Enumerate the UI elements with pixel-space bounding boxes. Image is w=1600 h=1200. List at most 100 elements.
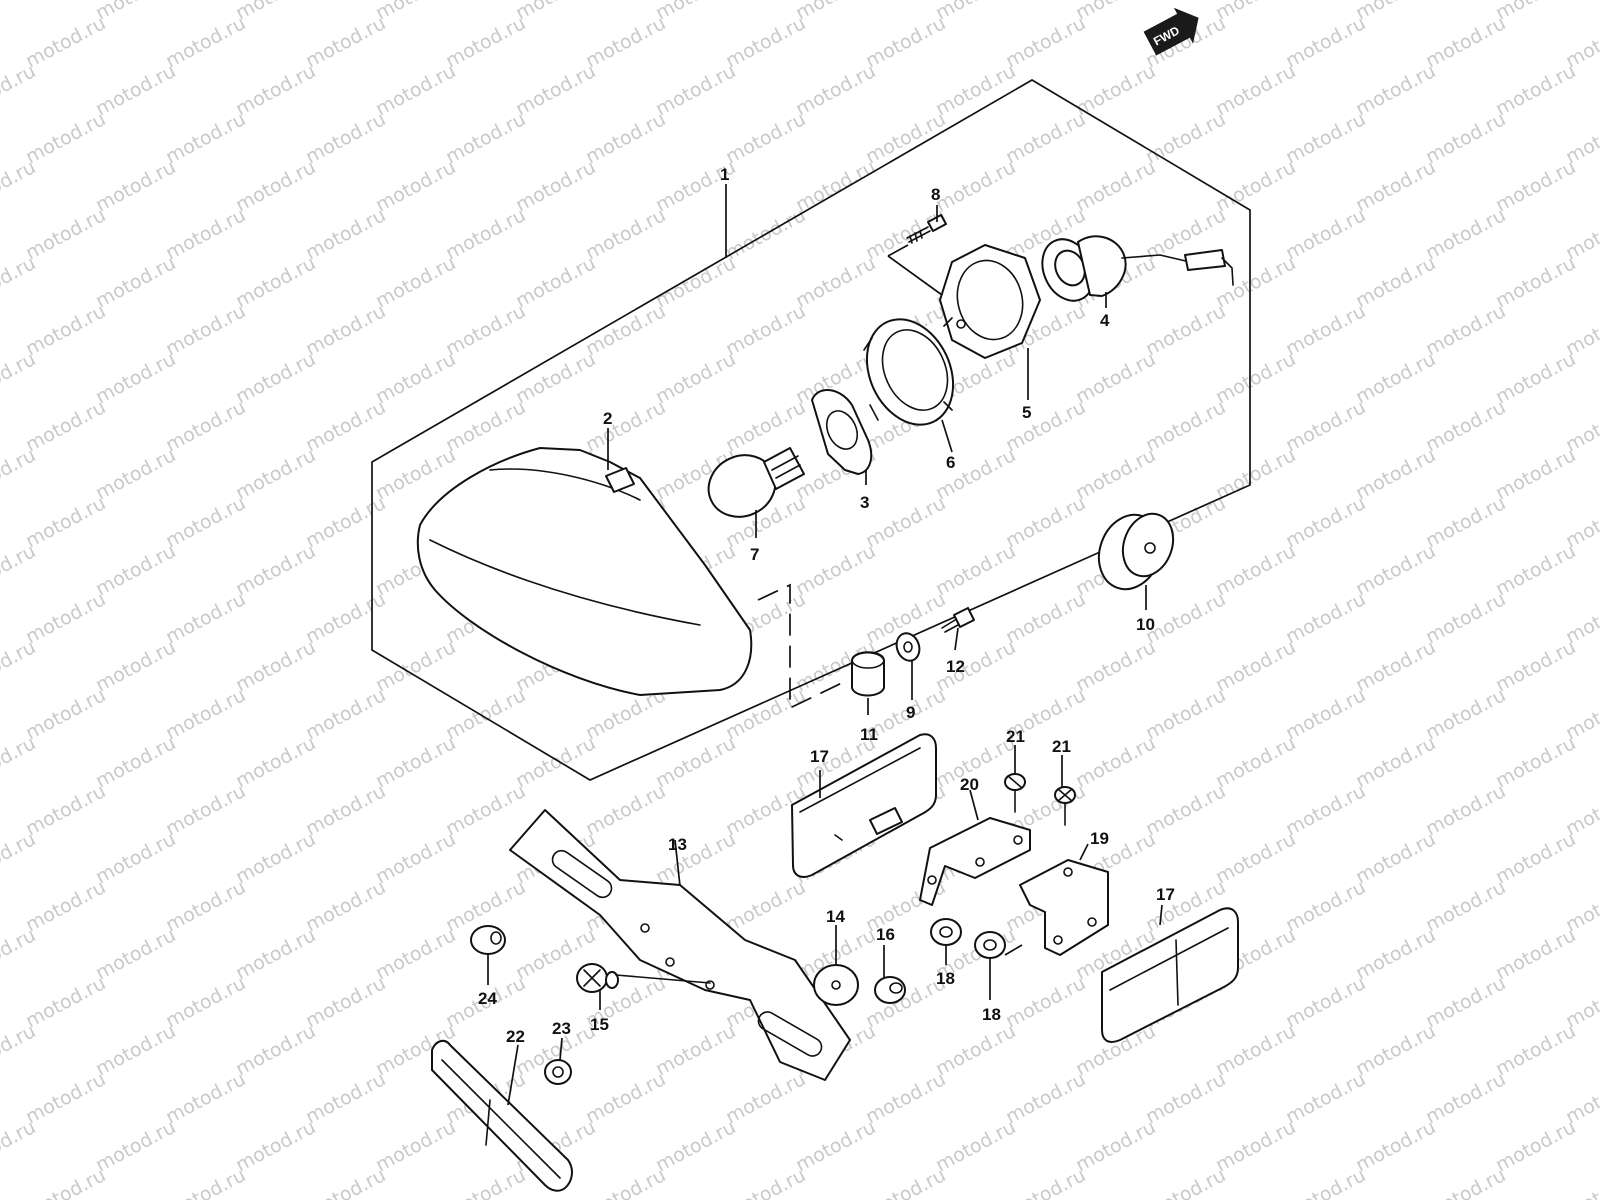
part-14-washer xyxy=(813,964,859,1006)
watermark-text: motod.ru xyxy=(582,204,669,264)
callout-17-left: 17 xyxy=(810,747,829,766)
watermark-text: motod.ru xyxy=(652,0,739,24)
watermark-text: motod.ru xyxy=(0,444,39,504)
watermark-text: motod.ru xyxy=(1282,300,1369,360)
watermark-text: motod.ru xyxy=(232,60,319,120)
watermark-text: motod.ru xyxy=(302,1164,389,1200)
watermark-text: motod.ru xyxy=(1422,1164,1509,1200)
callout-16: 16 xyxy=(876,925,895,944)
watermark-text: motod.ru xyxy=(162,588,249,648)
callout-labels: 1 2 3 4 5 6 7 8 9 10 11 12 13 14 15 16 1… xyxy=(478,165,1175,1046)
watermark-text: motod.ru xyxy=(1002,396,1089,456)
watermark-text: motod.ru xyxy=(0,636,39,696)
leader-lines xyxy=(487,184,1163,1106)
watermark-text: motod.ru xyxy=(1352,60,1439,120)
part-22-reflector xyxy=(431,1039,573,1192)
part-17-reflector-right xyxy=(1101,907,1239,1043)
callout-24: 24 xyxy=(478,989,497,1008)
watermark-text: motod.ru xyxy=(932,1020,1019,1080)
watermark-text: motod.ru xyxy=(1422,876,1509,936)
watermark-text: motod.ru xyxy=(162,684,249,744)
fwd-direction-badge: FWD xyxy=(1143,7,1199,56)
callout-10: 10 xyxy=(1136,615,1155,634)
watermark-text: motod.ru xyxy=(652,60,739,120)
watermark-text: motod.ru xyxy=(1002,972,1089,1032)
part-21-screw-a xyxy=(1004,773,1026,813)
part-21-screw-b xyxy=(1054,786,1076,826)
watermark-text: motod.ru xyxy=(1282,12,1369,72)
watermark-text: motod.ru xyxy=(1282,396,1369,456)
watermark-text: motod.ru xyxy=(0,0,39,24)
watermark-text: motod.ru xyxy=(162,1068,249,1128)
callout-4: 4 xyxy=(1100,311,1110,330)
callout-14: 14 xyxy=(826,907,845,926)
callout-1: 1 xyxy=(720,165,729,184)
watermark-text: motod.ru xyxy=(1212,156,1299,216)
watermark-text: motod.ru xyxy=(22,780,109,840)
watermark-text: motod.ru xyxy=(1072,444,1159,504)
watermark-text: motod.ru xyxy=(1142,396,1229,456)
watermark-text: motod.ru xyxy=(652,252,739,312)
watermark-text: motod.ru xyxy=(0,1020,39,1080)
watermark-text: motod.ru xyxy=(22,684,109,744)
watermark-text: motod.ru xyxy=(372,0,459,24)
watermark-text: motod.ru xyxy=(442,108,529,168)
watermark-text: motod.ru xyxy=(0,348,39,408)
watermark-text: motod.ru xyxy=(792,60,879,120)
watermark-text: motod.ru xyxy=(92,0,179,24)
watermark-text: motod.ru xyxy=(232,924,319,984)
watermark-text: motod.ru xyxy=(1422,492,1509,552)
watermark-text: motod.ru xyxy=(582,108,669,168)
watermark-text: motod.ru xyxy=(1072,1116,1159,1176)
watermark-text: motod.ru xyxy=(582,396,669,456)
watermark-text: motod.ru xyxy=(722,876,809,936)
watermark-text: motod.ru xyxy=(442,780,529,840)
watermark-text: motod.ru xyxy=(862,492,949,552)
watermark-text: motod.ru xyxy=(372,924,459,984)
watermark-text: motod.ru xyxy=(1422,300,1509,360)
watermark-text: motod.ru xyxy=(1282,780,1369,840)
watermark-text: motod.ru xyxy=(1492,828,1579,888)
watermark-text: motod.ru xyxy=(1072,0,1159,24)
watermark-text: motod.ru xyxy=(302,684,389,744)
watermark-text: motod.ru xyxy=(1492,1020,1579,1080)
watermark-text: motod.ru xyxy=(162,108,249,168)
watermark-text: motod.ru xyxy=(162,780,249,840)
watermark-text: motod.ru xyxy=(582,300,669,360)
watermark-text: motod.ru xyxy=(1352,348,1439,408)
watermark-text: motod.ru xyxy=(372,156,459,216)
watermark-text: motod.ru xyxy=(722,1164,809,1200)
watermark-text: motod.ru xyxy=(22,972,109,1032)
callout-5: 5 xyxy=(1022,403,1031,422)
watermark-text: motod.ru xyxy=(162,204,249,264)
watermark-text: motod.ru xyxy=(1492,732,1579,792)
watermark-text: motod.ru xyxy=(302,972,389,1032)
watermark-text: motod.ru xyxy=(1352,828,1439,888)
watermark-text: motod.ru xyxy=(722,1068,809,1128)
watermark-text: motod.ru xyxy=(0,732,39,792)
watermark-text: motod.ru xyxy=(512,252,599,312)
watermark-text: motod.ru xyxy=(22,300,109,360)
watermark-text: motod.ru xyxy=(92,444,179,504)
watermark-text: motod.ru xyxy=(22,108,109,168)
watermark-text: motod.ru xyxy=(442,12,529,72)
watermark-text: motod.ru xyxy=(512,156,599,216)
watermark-text: motod.ru xyxy=(442,1164,529,1200)
watermark-text: motod.ru xyxy=(162,396,249,456)
watermark-text: motod.ru xyxy=(1142,108,1229,168)
watermark-text: motod.ru xyxy=(22,1164,109,1200)
watermark-text: motod.ru xyxy=(0,924,39,984)
watermark-text: motod.ru xyxy=(22,12,109,72)
watermark-text: motod.ru xyxy=(92,156,179,216)
watermark-text: motod.ru xyxy=(92,60,179,120)
watermark-text: motod.ru xyxy=(0,156,39,216)
watermark-text: motod.ru xyxy=(302,876,389,936)
watermark-text: motod.ru xyxy=(652,1116,739,1176)
watermark-text: motod.ru xyxy=(582,1068,669,1128)
watermark-text: motod.ru xyxy=(92,732,179,792)
watermark-text: motod.ru xyxy=(792,1116,879,1176)
callout-23: 23 xyxy=(552,1019,571,1038)
watermark-text: motod.ru xyxy=(1002,1164,1089,1200)
watermark-text: motod.ru xyxy=(92,1020,179,1080)
